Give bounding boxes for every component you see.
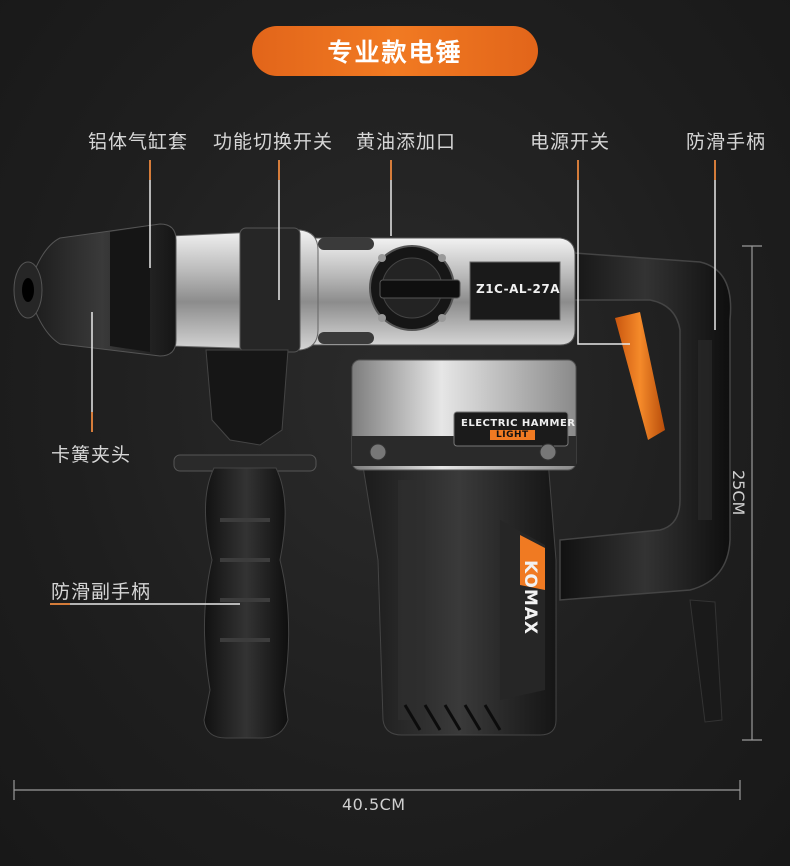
page-title: 专业款电锤 [252, 26, 538, 76]
badge-line1: ELECTRIC HAMMER [461, 418, 576, 429]
callout-function-switch: 功能切换开关 [213, 131, 334, 153]
model-label: Z1C-AL-27A [476, 282, 561, 296]
spring-chuck [13, 223, 177, 357]
brand-logo-text: KOMAX [520, 560, 540, 636]
auxiliary-handle [173, 349, 317, 739]
motor-housing [361, 459, 557, 736]
callout-spring-chuck: 卡簧夹头 [51, 444, 132, 466]
aluminum-cylinder [169, 227, 374, 353]
gearbox-body [289, 237, 577, 471]
rear-handle [559, 251, 732, 723]
height-dimension: 25CM [729, 470, 748, 516]
badge-line2: LIGHT [490, 430, 535, 440]
function-switch-knob [369, 245, 461, 331]
callout-lines [50, 160, 716, 605]
width-dimension: 40.5CM [342, 795, 406, 814]
callout-power-switch: 电源开关 [530, 131, 611, 153]
callout-anti-slip-handle: 防滑手柄 [686, 131, 767, 153]
callout-aluminum-cylinder: 铝体气缸套 [88, 131, 189, 153]
callout-anti-slip-aux-handle: 防滑副手柄 [51, 581, 152, 603]
callout-grease-port: 黄油添加口 [356, 131, 457, 153]
dimension-lines [13, 245, 762, 800]
